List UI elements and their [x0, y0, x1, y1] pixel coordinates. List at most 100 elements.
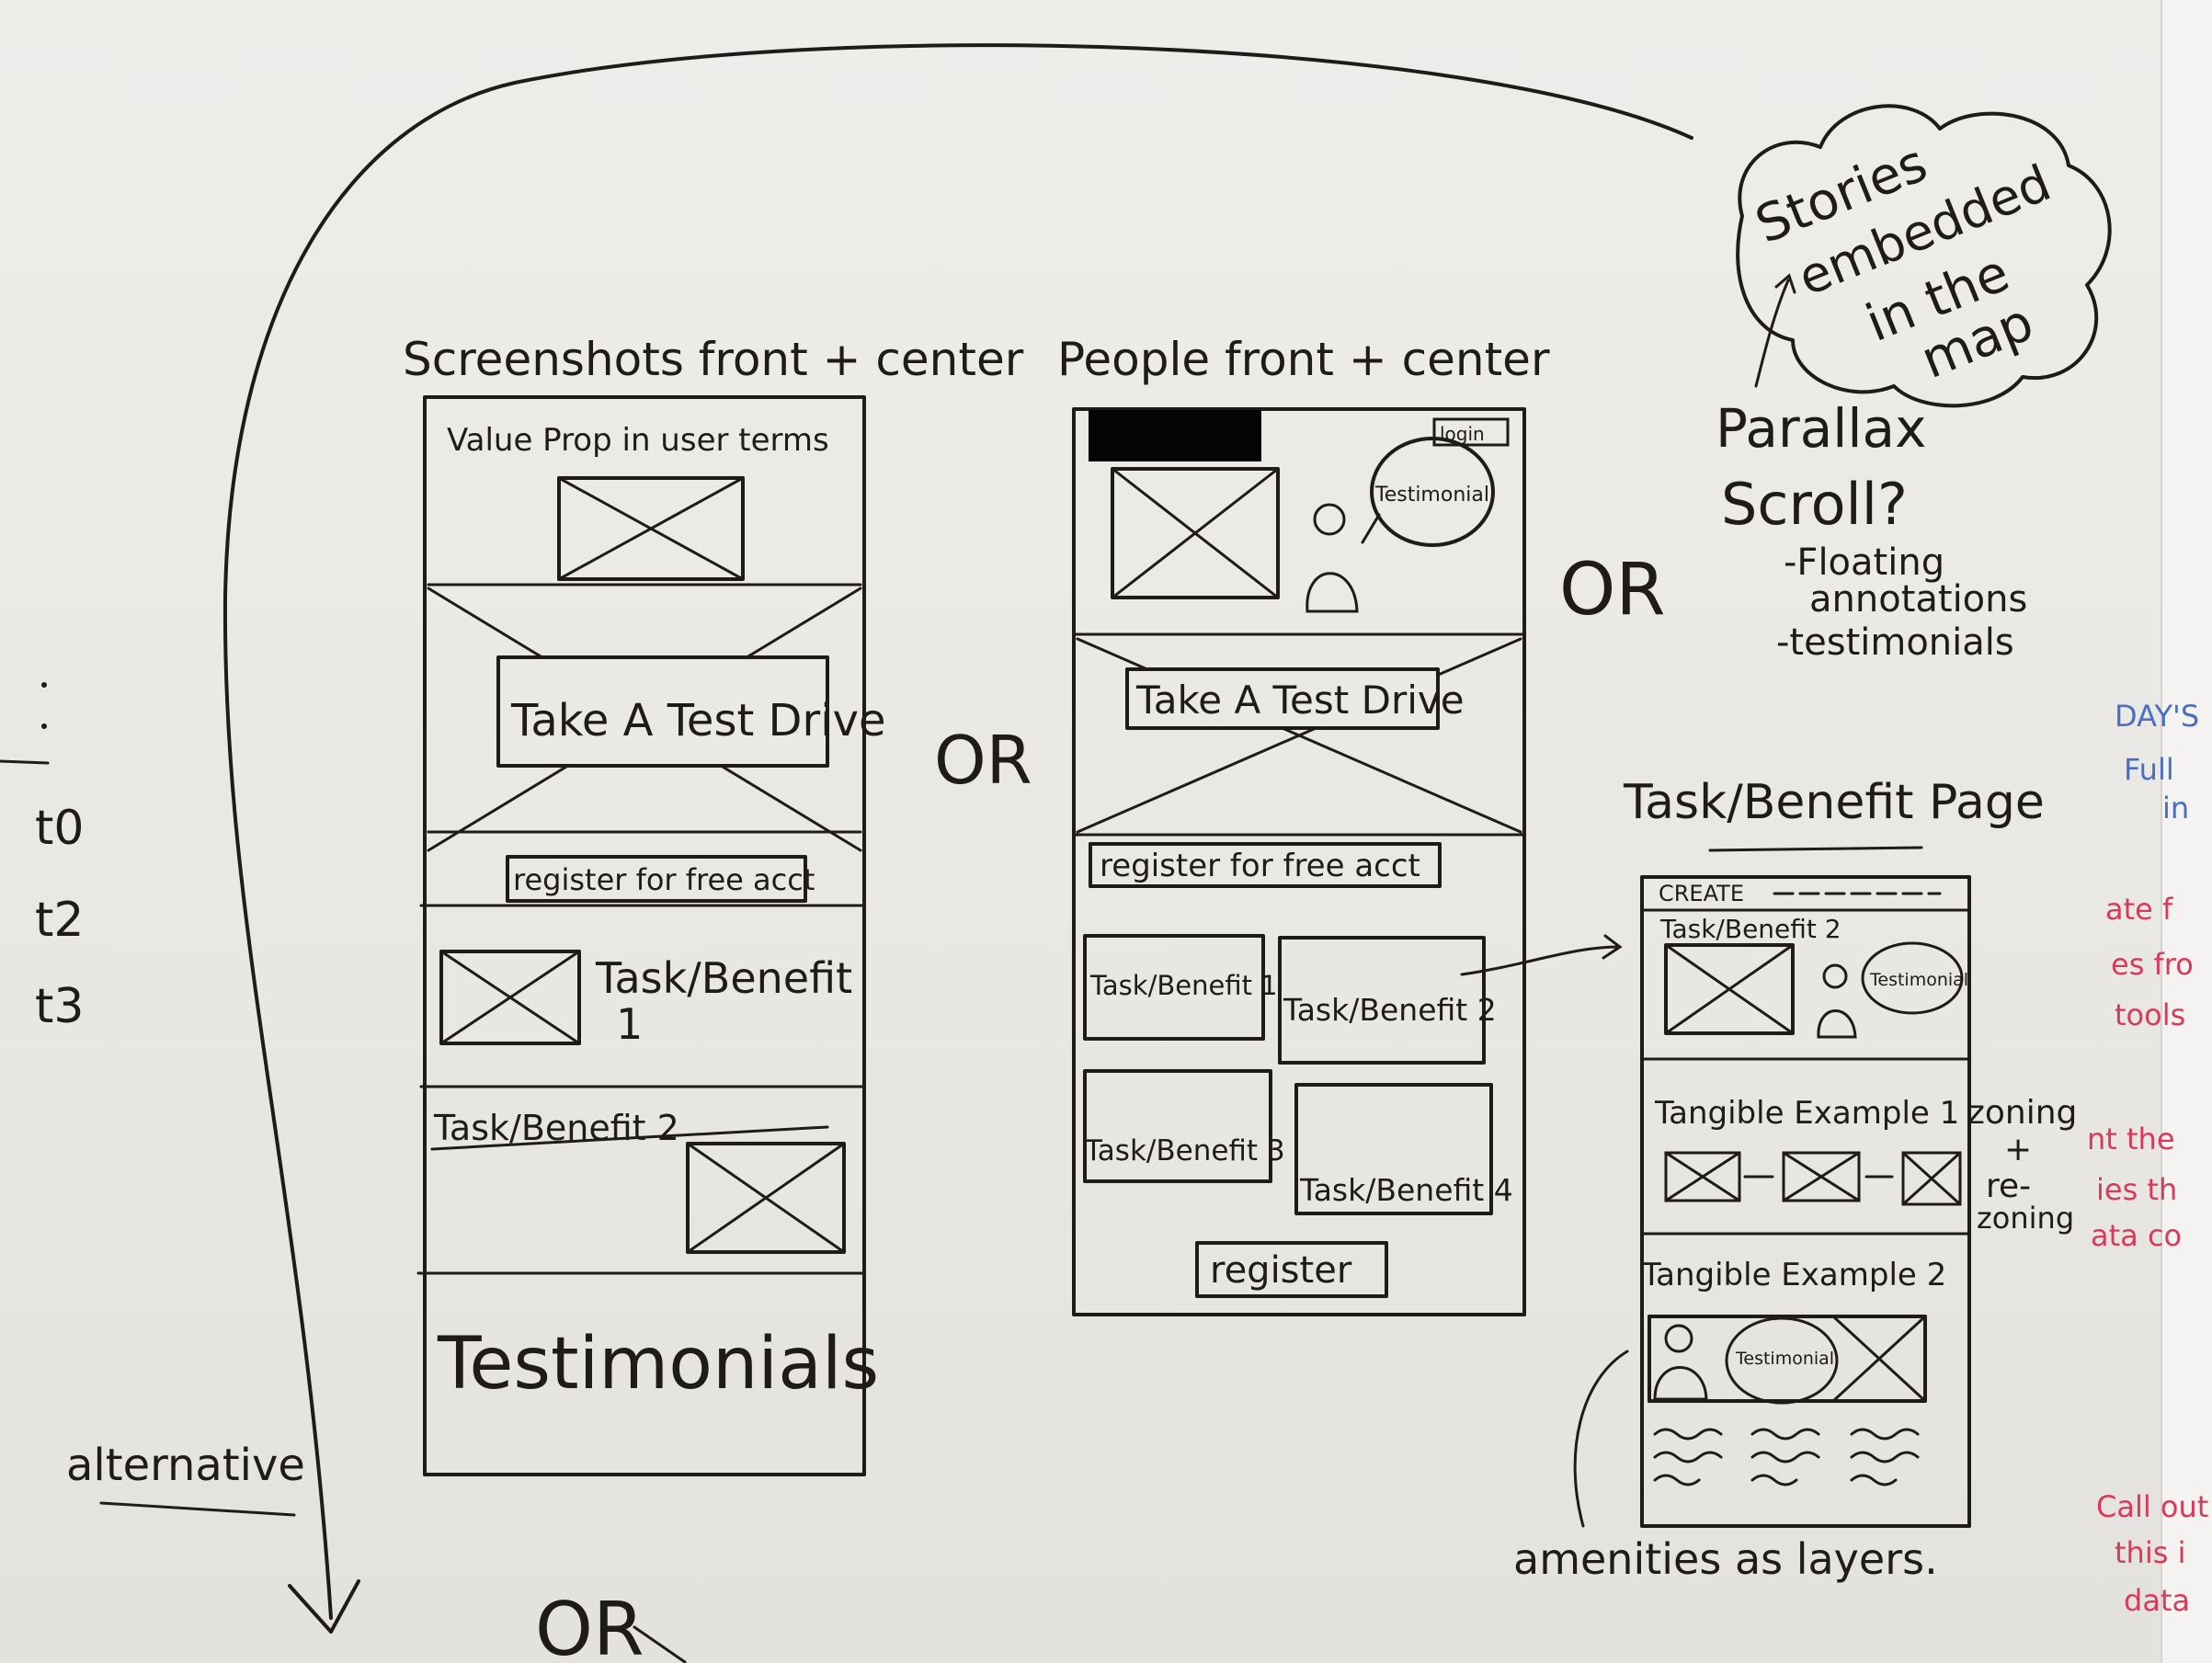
- example1-frame-1: [1664, 1151, 1741, 1202]
- mockup1-register-button: [506, 855, 807, 903]
- edge-note-red-2: es fro: [2111, 947, 2194, 982]
- mockup2-tile-1: [1083, 934, 1265, 1041]
- parallax-line-2: Scroll?: [1721, 471, 1908, 538]
- tile-to-page-arrowhead: [1602, 934, 1623, 960]
- mockup3-testimonial2-bubble: [1725, 1316, 1839, 1405]
- mockup3-example2-image: [1648, 1315, 1927, 1403]
- text-squiggle: [1750, 1428, 1820, 1486]
- mockup3-example1-label: Tangible Example 1: [1654, 1095, 1959, 1132]
- mockup2-register-label: register for free acct: [1100, 848, 1420, 884]
- mockup2-test-drive-label: Take A Test Drive: [1135, 678, 1465, 723]
- mockup3-testimonial2-label: Testimonial: [1735, 1349, 1834, 1369]
- mockup-people: login Testimonial Take A Test Drive regi…: [1072, 407, 1526, 1316]
- parallax-to-cloud-arrow: [1754, 279, 1790, 388]
- timeline-dot: [41, 682, 47, 688]
- edge-note-red-3: tools: [2115, 997, 2185, 1032]
- mockup3-section1-label: Task/Benefit 2: [1659, 914, 1841, 944]
- mockup1-register-label: register for free acct: [513, 862, 815, 897]
- amenities-label: amenities as layers.: [1513, 1534, 1938, 1584]
- mockup3-testimonial1-label: Testimonial: [1869, 970, 1968, 990]
- mockup3-header: CREATE: [1659, 881, 1744, 906]
- mockup-screenshots: Value Prop in user terms Take A Test Dri…: [416, 395, 886, 1476]
- mockup1-frame: [423, 395, 866, 1476]
- redacted-logo-bar: [1089, 410, 1261, 461]
- mockup3-section1-image: [1664, 943, 1795, 1035]
- mockup2-hero-image: [1111, 467, 1280, 599]
- mockup2-register-strip: [1089, 842, 1442, 888]
- mockup2-testimonial-label: Testimonial: [1374, 484, 1489, 507]
- timeline-divider: [0, 759, 50, 765]
- parallax-note-2: annotations: [1809, 578, 2027, 621]
- person-icon: [1664, 1324, 1693, 1353]
- mockup1-testimonials: Testimonials: [437, 1323, 879, 1406]
- mockup2-tile-2: [1278, 936, 1486, 1065]
- image-cross: [557, 476, 745, 581]
- timeline-dot: [41, 723, 47, 729]
- person-icon-body: [1653, 1366, 1708, 1401]
- edge-note-red-4: nt the: [2087, 1122, 2175, 1156]
- edge-note-red-6: ata co: [2091, 1218, 2182, 1253]
- mockup2-testimonial-bubble: [1370, 437, 1495, 547]
- big-arrow-head: [288, 1579, 360, 1634]
- mockup2-register-button-label: register: [1210, 1249, 1352, 1292]
- image-cross: [1664, 943, 1795, 1035]
- text-squiggle: [1850, 1428, 1920, 1486]
- edge-note-blue-1: DAY'S: [2115, 699, 2199, 734]
- mockup1-test-drive-label: Take A Test Drive: [510, 695, 886, 746]
- time-t2: t2: [35, 893, 84, 948]
- edge-note-blue-2: Full: [2124, 752, 2174, 787]
- re-label: re-: [1986, 1168, 2031, 1205]
- mockup1-task1-label: Task/Benefit: [595, 953, 852, 1003]
- mockup1-task2-image: [686, 1142, 846, 1254]
- mockup2-login-button: [1432, 417, 1510, 447]
- mockup1-hero-image: [557, 476, 745, 581]
- edge-note-red-9: data: [2124, 1583, 2190, 1618]
- zoning-label: zoning: [1967, 1094, 2077, 1132]
- person-icon: [1313, 503, 1346, 536]
- person-icon: [1822, 963, 1848, 989]
- or-label-1: OR: [934, 722, 1032, 799]
- person-icon-body: [1817, 1009, 1857, 1039]
- mockup-task-benefit-page: CREATE Task/Benefit 2 Testimonial Tangib…: [1640, 875, 1971, 1528]
- mockup1-test-drive-button: [496, 655, 829, 768]
- person-icon-body: [1306, 572, 1359, 613]
- alternative-label: alternative: [66, 1440, 305, 1491]
- image-cross: [686, 1142, 846, 1254]
- image-cross: [1111, 467, 1280, 599]
- parallax-to-cloud-arrowhead: [1774, 273, 1796, 294]
- mockup2-test-drive-button: [1125, 667, 1440, 730]
- mockup2-tile4-label: Task/Benefit 4: [1299, 1172, 1513, 1208]
- time-t3: t3: [35, 979, 84, 1034]
- mockup3-frame: [1640, 875, 1971, 1528]
- mockup1-task1-number: 1: [616, 999, 643, 1049]
- mockup3-example2-label: Tangible Example 2: [1641, 1257, 1946, 1293]
- image-cross: [1782, 1151, 1861, 1202]
- zoning-plus: +: [2004, 1131, 2032, 1168]
- edge-note-red-5: ies th: [2096, 1172, 2177, 1207]
- underline: [430, 1125, 829, 1151]
- text-squiggle: [1653, 1428, 1723, 1486]
- image-cross: [1831, 1315, 1927, 1403]
- image-cross: [439, 950, 581, 1045]
- big-curved-arrow: [222, 43, 1693, 1620]
- people-heading: People front + center: [1057, 333, 1550, 386]
- or-label-3: OR: [535, 1587, 644, 1663]
- mockup2-tile-4: [1294, 1083, 1493, 1215]
- time-t0: t0: [35, 801, 84, 856]
- mockup1-value-prop: Value Prop in user terms: [447, 422, 829, 459]
- bottom-arrow-stub: [633, 1625, 687, 1663]
- task-page-underline: [1708, 846, 1923, 852]
- mockup3-testimonial-bubble: [1861, 941, 1964, 1015]
- mockup2-tile-3: [1083, 1069, 1272, 1183]
- screenshots-heading: Screenshots front + center: [403, 333, 1024, 386]
- bubble-tail: [1361, 513, 1381, 544]
- mockup2-frame: [1072, 407, 1526, 1316]
- parallax-note-1: -Floating: [1784, 541, 1944, 584]
- stories-cloud: [1736, 104, 2112, 408]
- image-cross: [1664, 1151, 1741, 1202]
- mockup2-register-button: [1195, 1241, 1388, 1298]
- edge-note-blue-3: in: [2162, 791, 2189, 826]
- rezoning-label: zoning: [1977, 1201, 2074, 1236]
- parallax-line-1: Parallax: [1716, 397, 1926, 460]
